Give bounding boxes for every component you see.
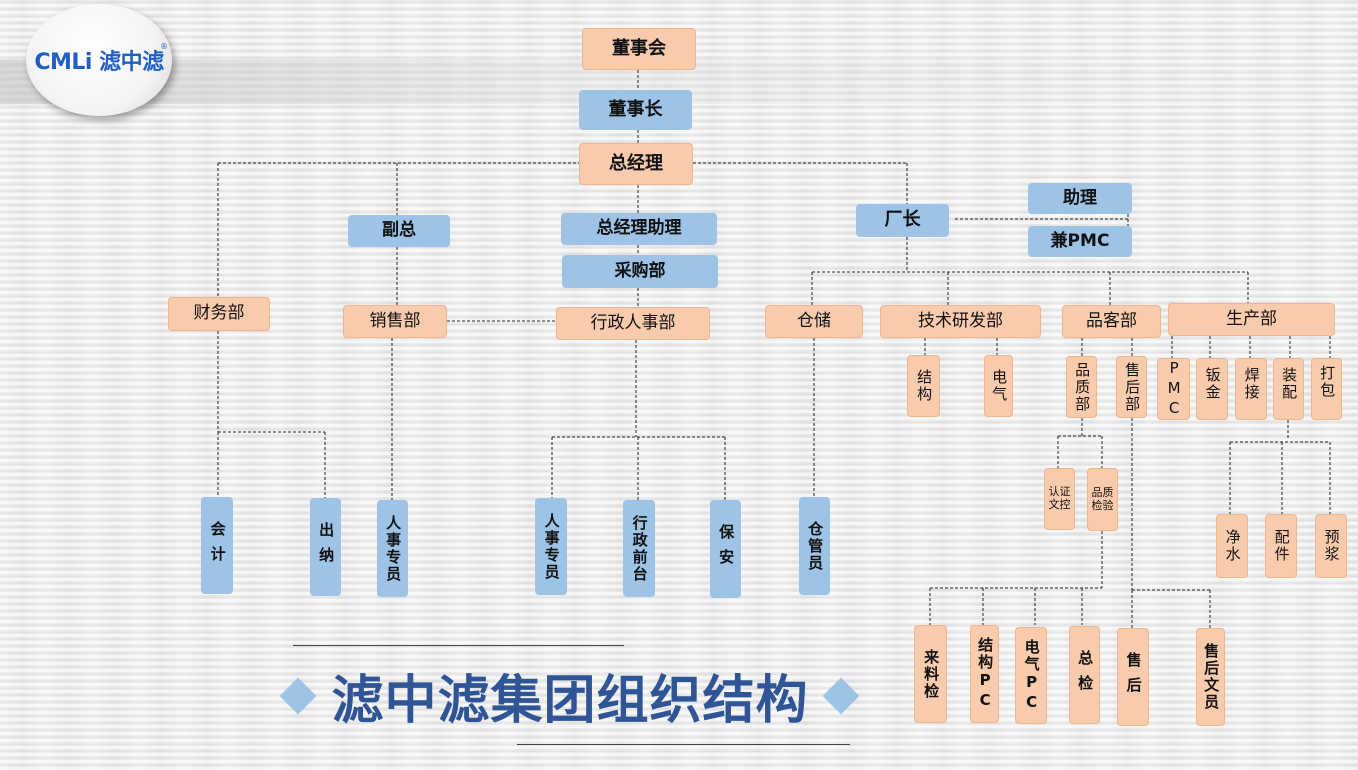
node-sheet-metal: 钣金	[1196, 358, 1228, 420]
node-warehouse-keeper: 仓管员	[799, 497, 830, 595]
node-quality-inspection-label: 品质检验	[1091, 485, 1114, 512]
node-chairman: 董事长	[579, 90, 692, 130]
node-final-inspection: 总检	[1069, 626, 1100, 724]
node-vp: 副总	[348, 215, 450, 247]
node-purchasing: 采购部	[562, 255, 718, 288]
node-structure-pc: 结构PC	[970, 625, 999, 723]
node-rnd: 技术研发部	[880, 305, 1041, 338]
node-welding: 焊接	[1235, 358, 1267, 420]
node-quality-customer: 品客部	[1062, 305, 1161, 338]
node-certification: 认证文控	[1044, 468, 1075, 530]
node-certification-label: 认证文控	[1048, 485, 1071, 511]
node-cashier: 出纳	[310, 498, 341, 596]
node-production: 生产部	[1168, 303, 1335, 336]
node-accountant: 会计	[201, 497, 233, 594]
node-security: 保安	[710, 500, 741, 598]
title-diamond-left	[279, 677, 317, 715]
node-after-sales-clerk: 售后文员	[1196, 628, 1225, 726]
node-gm: 总经理	[579, 143, 693, 185]
node-admin-hr: 行政人事部	[556, 307, 710, 340]
node-quality-inspection: 品质检验	[1087, 468, 1118, 531]
node-admin-reception: 行政前台	[623, 500, 655, 597]
node-purified-water: 净水	[1216, 514, 1248, 578]
node-parts: 配件	[1265, 514, 1297, 578]
node-after-sales: 售后	[1117, 628, 1149, 726]
page-title: 滤中滤集团组织结构	[331, 670, 809, 731]
node-board: 董事会	[582, 28, 696, 70]
node-pre-slurry: 预浆	[1315, 514, 1347, 578]
node-hr-specialist-2: 人事专员	[535, 498, 567, 595]
title-rule-bottom	[517, 744, 850, 745]
node-assembly: 装配	[1273, 358, 1304, 420]
node-pmc-concurrent: 兼PMC	[1028, 226, 1132, 257]
node-factory-director: 厂长	[856, 204, 949, 237]
node-warehouse: 仓储	[765, 305, 863, 338]
node-gm-assistant: 总经理助理	[561, 213, 717, 245]
node-hr-specialist-1: 人事专员	[377, 500, 408, 597]
node-sales: 销售部	[343, 305, 447, 338]
node-electrical-pc: 电气PC	[1015, 627, 1047, 724]
company-logo: CMLi 滤中滤	[26, 4, 172, 116]
node-pmc: PMC	[1157, 358, 1190, 420]
node-incoming-inspection: 来料检	[914, 625, 947, 723]
node-assistant: 助理	[1028, 183, 1132, 214]
title-diamond-right	[822, 677, 860, 715]
node-electrical: 电气	[984, 355, 1013, 417]
node-structure: 结构	[907, 355, 940, 417]
logo-text: CMLi 滤中滤	[34, 50, 164, 75]
registered-mark: ®	[160, 42, 168, 51]
node-finance: 财务部	[168, 297, 270, 331]
node-packing: 打包	[1311, 358, 1342, 420]
title-rule-top	[293, 645, 624, 646]
node-quality-dept: 品质部	[1066, 356, 1097, 418]
node-after-sales-dept: 售后部	[1116, 356, 1147, 418]
